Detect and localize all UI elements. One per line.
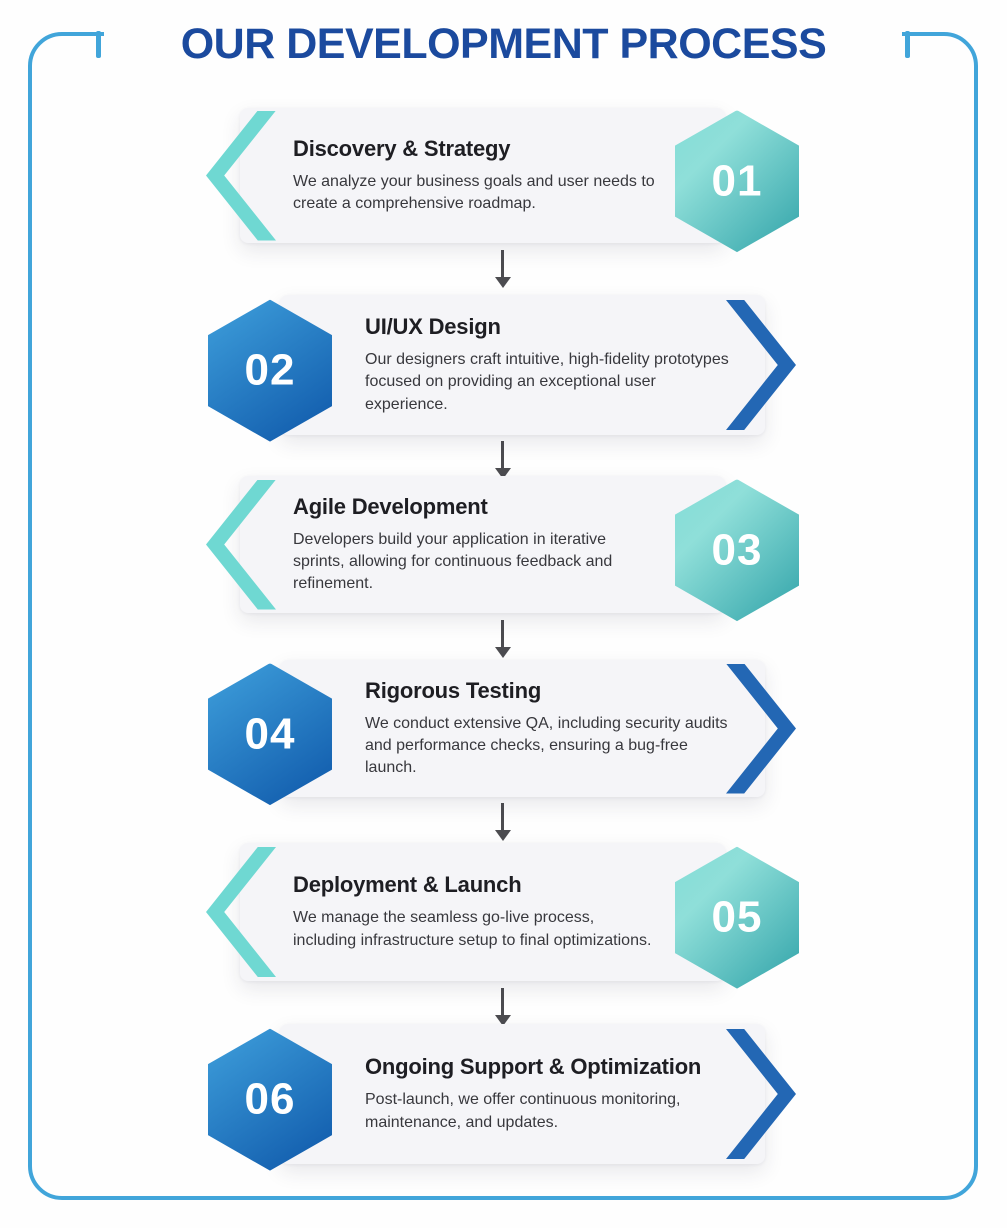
step-card: Rigorous Testing We conduct extensive QA… xyxy=(280,660,765,797)
step-title: UI/UX Design xyxy=(365,314,501,340)
step-number: 06 xyxy=(244,1074,296,1124)
frame-top-gap xyxy=(104,28,902,40)
step-number-badge: 05 xyxy=(675,846,799,989)
step-card: UI/UX Design Our designers craft intuiti… xyxy=(280,295,765,435)
down-arrow-icon xyxy=(493,988,512,1026)
down-arrow-head xyxy=(494,277,511,288)
page-title: OUR DEVELOPMENT PROCESS xyxy=(180,20,827,68)
step-description: We manage the seamless go-live process, … xyxy=(293,909,652,949)
step-card: Ongoing Support & Optimization Post-laun… xyxy=(280,1024,765,1164)
down-arrow-icon xyxy=(493,441,512,479)
step-title: Deployment & Launch xyxy=(293,872,522,898)
process-step-2: 02 UI/UX Design Our designers craft intu… xyxy=(0,295,1007,442)
step-description: We conduct extensive QA, including secur… xyxy=(365,714,728,777)
down-arrow-icon xyxy=(493,250,512,288)
process-step-1: Discovery & Strategy We analyze your bus… xyxy=(0,108,1007,253)
title-bracket-right-icon xyxy=(905,31,910,58)
down-arrow-head xyxy=(494,1015,511,1026)
down-arrow-head xyxy=(494,468,511,479)
down-arrow-icon xyxy=(493,803,512,841)
down-arrow-stem xyxy=(501,803,504,831)
step-card: Discovery & Strategy We analyze your bus… xyxy=(240,108,725,243)
step-title: Ongoing Support & Optimization xyxy=(365,1054,702,1080)
step-title: Agile Development xyxy=(293,493,488,519)
process-step-3: Agile Development Developers build your … xyxy=(0,476,1007,622)
step-description: Developers build your application in ite… xyxy=(293,530,613,593)
step-description: We analyze your business goals and user … xyxy=(293,172,655,212)
step-card: Deployment & Launch We manage the seamle… xyxy=(240,843,725,981)
down-arrow-stem xyxy=(501,250,504,278)
step-description: Our designers craft intuitive, high-fide… xyxy=(365,351,729,413)
step-card: Agile Development Developers build your … xyxy=(240,476,725,613)
down-arrow-head xyxy=(494,830,511,841)
step-description: Post-launch, we offer continuous monitor… xyxy=(365,1091,681,1131)
step-title: Discovery & Strategy xyxy=(293,135,511,161)
process-step-4: 04 Rigorous Testing We conduct extensive… xyxy=(0,660,1007,806)
step-number-badge: 04 xyxy=(208,663,332,806)
step-number-badge: 01 xyxy=(675,110,799,253)
down-arrow-stem xyxy=(501,441,504,469)
step-number: 05 xyxy=(711,892,763,942)
process-step-5: Deployment & Launch We manage the seamle… xyxy=(0,843,1007,989)
down-arrow-stem xyxy=(501,988,504,1016)
step-title: Rigorous Testing xyxy=(365,677,542,703)
process-step-6: 06 Ongoing Support & Optimization Post-l… xyxy=(0,1024,1007,1171)
down-arrow-head xyxy=(494,647,511,658)
step-number: 01 xyxy=(711,156,763,206)
step-number: 04 xyxy=(244,709,296,759)
step-number-badge: 03 xyxy=(675,479,799,622)
title-bracket-left-icon xyxy=(96,31,101,58)
down-arrow-stem xyxy=(501,620,504,648)
step-number: 03 xyxy=(711,525,763,575)
down-arrow-icon xyxy=(493,620,512,658)
step-number: 02 xyxy=(244,345,296,395)
